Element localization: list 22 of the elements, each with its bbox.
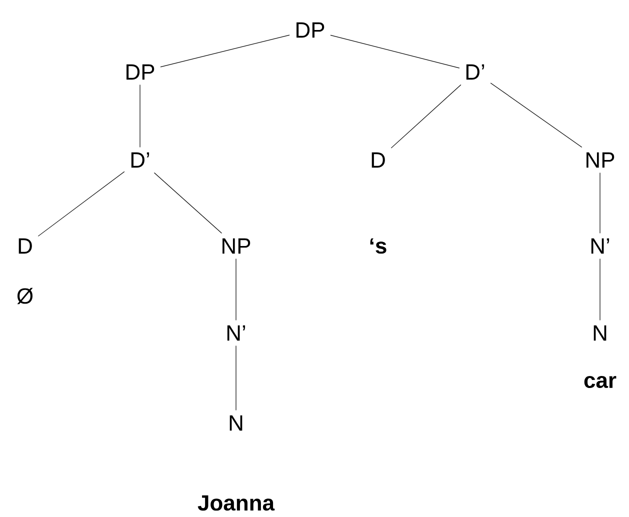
tree-node-label: N’ — [591, 238, 610, 254]
tree-node-label: D — [372, 152, 385, 168]
tree-branch — [330, 34, 460, 68]
tree-branch — [38, 171, 125, 236]
tree-node-label: D’ — [466, 64, 484, 80]
tree-node-label: D — [18, 238, 32, 254]
word-label: ‘s — [370, 238, 386, 254]
tree-node-label: N — [594, 325, 606, 341]
tree-branch — [390, 84, 462, 148]
word-label: Joanna — [198, 495, 275, 511]
tree-node-label: DP — [126, 64, 154, 80]
tree-node-label: N’ — [227, 325, 246, 341]
tree-node-label: NP — [586, 152, 614, 168]
word-label: car — [584, 376, 616, 388]
tree-node-label: D’ — [131, 152, 150, 168]
word-label: Ø — [17, 288, 33, 304]
tree-branch — [154, 172, 222, 234]
tree-node-label: NP — [222, 238, 250, 254]
tree-branch — [160, 34, 290, 68]
tree-node-label: N — [230, 415, 242, 431]
tree-node-label: DP — [296, 22, 324, 38]
tree-branch — [490, 82, 582, 148]
